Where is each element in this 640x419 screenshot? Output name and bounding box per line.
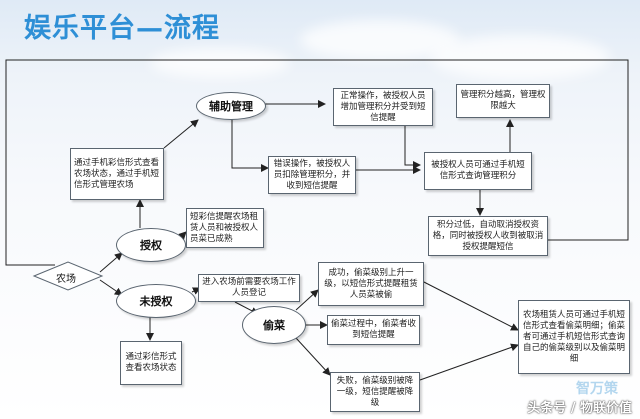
steal-vegetable-node: 偷菜 <box>242 306 306 344</box>
rent-check-steal-box: 农场租赁人员可通过手机短信形式查看偷菜明细；偷菜者可通过手机短信形式查询自己的偷… <box>518 300 630 374</box>
query-points-box: 被授权人员可通过手机短信形式查询管理积分 <box>424 152 532 190</box>
high-points-box: 管理积分越高，管理权限越大 <box>456 84 550 118</box>
enter-farm-register-box: 进入农场前需要农场工作人员登记 <box>198 274 300 302</box>
steal-in-progress-box: 偷菜过程中，偷菜者收到短信提醒 <box>327 315 420 345</box>
assist-management-node: 辅助管理 <box>196 92 266 120</box>
mms-check-status-box: 通过彩信形式查看农场状态 <box>120 341 182 385</box>
brand-watermark: 智万策 <box>576 381 618 397</box>
page-title: 娱乐平台—流程 <box>24 13 220 44</box>
cloud-decoration <box>150 48 290 78</box>
steal-fail-box: 失败，偷菜级别被降一级，短信提醒被降级 <box>330 372 420 412</box>
wrong-operation-box: 错误操作，被授权人员扣除管理积分，并收到短信提醒 <box>268 156 356 194</box>
mms-check-manage-box: 通过手机彩信形式查看农场状态，通过手机短信形式管理农场 <box>70 148 164 200</box>
source-watermark: 头条号 / 物联价值 <box>527 401 632 416</box>
unauthorized-node: 未授权 <box>116 284 196 318</box>
mms-remind-rent-box: 短彩信提醒农场租赁人员和被授权人员菜已成熟 <box>186 208 264 248</box>
farm-diamond <box>32 261 104 291</box>
farm-label: 农场 <box>56 274 76 285</box>
low-points-box: 积分过低，自动取消授权资格，同时被授权人收到被取消授权提醒短信 <box>428 216 548 256</box>
authorized-node: 授权 <box>116 228 186 262</box>
steal-success-box: 成功，偷菜级别上升一级，以短信形式提醒租赁人员菜被偷 <box>318 262 424 306</box>
normal-operation-box: 正常操作，被授权人员增加管理积分并受到短信提醒 <box>333 88 433 126</box>
cloud-decoration <box>430 35 610 80</box>
